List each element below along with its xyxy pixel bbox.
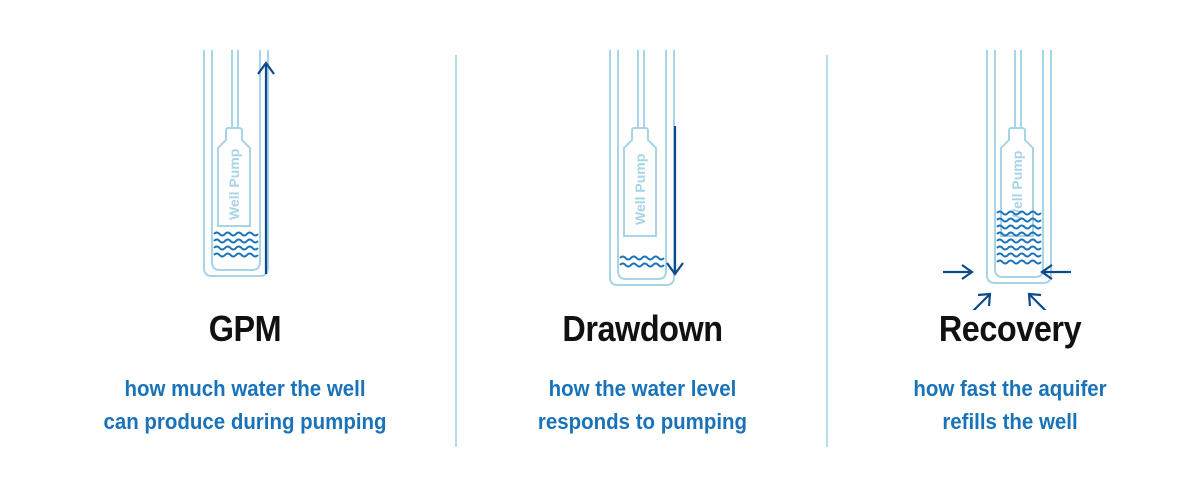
water-wave-line [996, 259, 1042, 265]
water-waves-icon [619, 255, 665, 268]
arrow-up-left-icon [1027, 292, 1047, 310]
water-waves-icon [213, 231, 259, 258]
description-line: how much water the well [124, 376, 366, 401]
well-diagram-drawdown: Well Pump [609, 50, 684, 286]
well-pump-icon: Well Pump [217, 127, 251, 227]
description-line: refills the well [942, 409, 1078, 434]
arrow-right-icon [943, 264, 974, 280]
panel-title: Drawdown [562, 308, 723, 349]
divider [455, 55, 457, 447]
panel-description: how much water the well can produce duri… [54, 372, 435, 438]
well-casing [203, 50, 269, 277]
arrow-left-icon [1040, 264, 1071, 280]
water-wave-line [619, 255, 665, 261]
description-line: how the water level [548, 376, 737, 401]
well-diagram-recovery: Well Pump [943, 50, 1071, 310]
well-casing [609, 50, 675, 286]
panel-gpm: Well Pump GPM how much water the well ca… [40, 0, 450, 503]
panel-title: GPM [208, 308, 282, 349]
water-wave-line [213, 245, 259, 251]
description-line: how fast the aquifer [913, 376, 1107, 401]
panel-description: how fast the aquifer refills the well [847, 372, 1173, 438]
description-line: can produce during pumping [103, 409, 387, 434]
arrow-up-icon [257, 61, 275, 274]
water-wave-line [996, 238, 1042, 244]
panel-drawdown: Well Pump Drawdown how the water level r… [460, 0, 825, 503]
water-wave-line [996, 224, 1042, 230]
well-pump-icon: Well Pump [623, 127, 657, 237]
well-diagram-gpm: Well Pump [203, 50, 275, 277]
water-wave-line [996, 252, 1042, 258]
pump-label: Well Pump [1009, 151, 1025, 222]
arrow-up-right-icon [972, 292, 992, 310]
water-wave-line [213, 238, 259, 244]
arrow-down-icon [666, 126, 684, 276]
panel-title: Recovery [938, 308, 1082, 349]
water-waves-icon [996, 210, 1042, 265]
water-wave-line [213, 252, 259, 258]
inflow-arrows-icon [943, 264, 1071, 310]
water-wave-line [996, 245, 1042, 251]
water-wave-line [996, 217, 1042, 223]
well-pump-icon: Well Pump [1000, 127, 1034, 237]
water-wave-line [996, 231, 1042, 237]
water-wave-line [619, 262, 665, 268]
divider [826, 55, 828, 447]
pump-label: Well Pump [226, 149, 242, 220]
water-wave-line [996, 210, 1042, 216]
panel-recovery: Well Pump Recovery how fast the aquifer [835, 0, 1185, 503]
water-wave-line [213, 231, 259, 237]
description-line: responds to pumping [537, 409, 748, 434]
pump-label: Well Pump [632, 154, 648, 225]
panel-description: how the water level responds to pumping [473, 372, 812, 438]
